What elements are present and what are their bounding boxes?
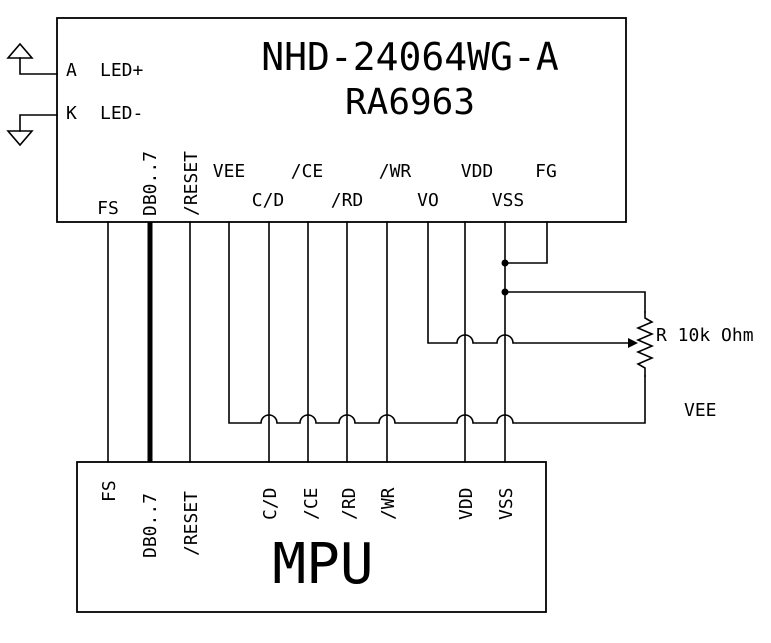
lcd-pin-vss: VSS: [492, 190, 525, 211]
lcd-pin-vee: VEE: [213, 161, 246, 182]
vee-label: VEE: [684, 400, 717, 421]
wire-vo: [427, 221, 633, 344]
lcd-pin-fs: FS: [97, 198, 119, 219]
mpu-pin-reset: /RESET: [181, 491, 202, 556]
junction-pot-vss: [501, 288, 509, 296]
mpu-pin-cd: C/D: [260, 487, 281, 520]
lcd-pin-ce: /CE: [291, 161, 324, 182]
led-cathode-label: LED-: [100, 103, 143, 124]
mpu-box: [76, 461, 547, 613]
led-cathode-letter: K: [66, 103, 77, 124]
lcd-pin-rd: /RD: [331, 190, 364, 211]
lcd-pin-wr: /WR: [379, 161, 412, 182]
lcd-title: NHD-24064WG-A: [261, 35, 559, 79]
wire-pot-top: [504, 291, 646, 313]
potentiometer: [635, 311, 655, 377]
mpu-pin-db: DB0..7: [140, 493, 161, 558]
wire-fg: [504, 221, 548, 264]
lcd-pin-cd: C/D: [252, 190, 285, 211]
lcd-pin-vdd: VDD: [461, 161, 494, 182]
pot-label: R 10k Ohm: [656, 325, 754, 346]
mpu-pin-rd: /RD: [339, 487, 360, 520]
lcd-pin-fg: FG: [535, 161, 557, 182]
led-cathode-ground-arrow: [6, 114, 58, 147]
led-anode-letter: A: [66, 60, 77, 81]
wire-vee: [228, 221, 646, 424]
mpu-title: MPU: [272, 532, 373, 597]
mpu-pin-wr: /WR: [378, 487, 399, 520]
led-anode-supply-arrow: [6, 42, 58, 75]
mpu-pin-fs: FS: [99, 480, 120, 502]
lcd-controller: RA6963: [345, 82, 475, 123]
mpu-pin-ce: /CE: [301, 487, 322, 520]
lcd-module-box: [56, 17, 627, 223]
junction-fg-vss: [501, 259, 509, 267]
led-anode-label: LED+: [100, 60, 144, 81]
lcd-pin-reset: /RESET: [181, 151, 202, 216]
lcd-pin-db: DB0..7: [140, 151, 161, 216]
pot-wiper-arrow: [628, 338, 638, 348]
mpu-pin-vdd: VDD: [456, 487, 477, 520]
mpu-pin-vss: VSS: [496, 487, 517, 520]
lcd-pin-vo: VO: [417, 190, 439, 211]
